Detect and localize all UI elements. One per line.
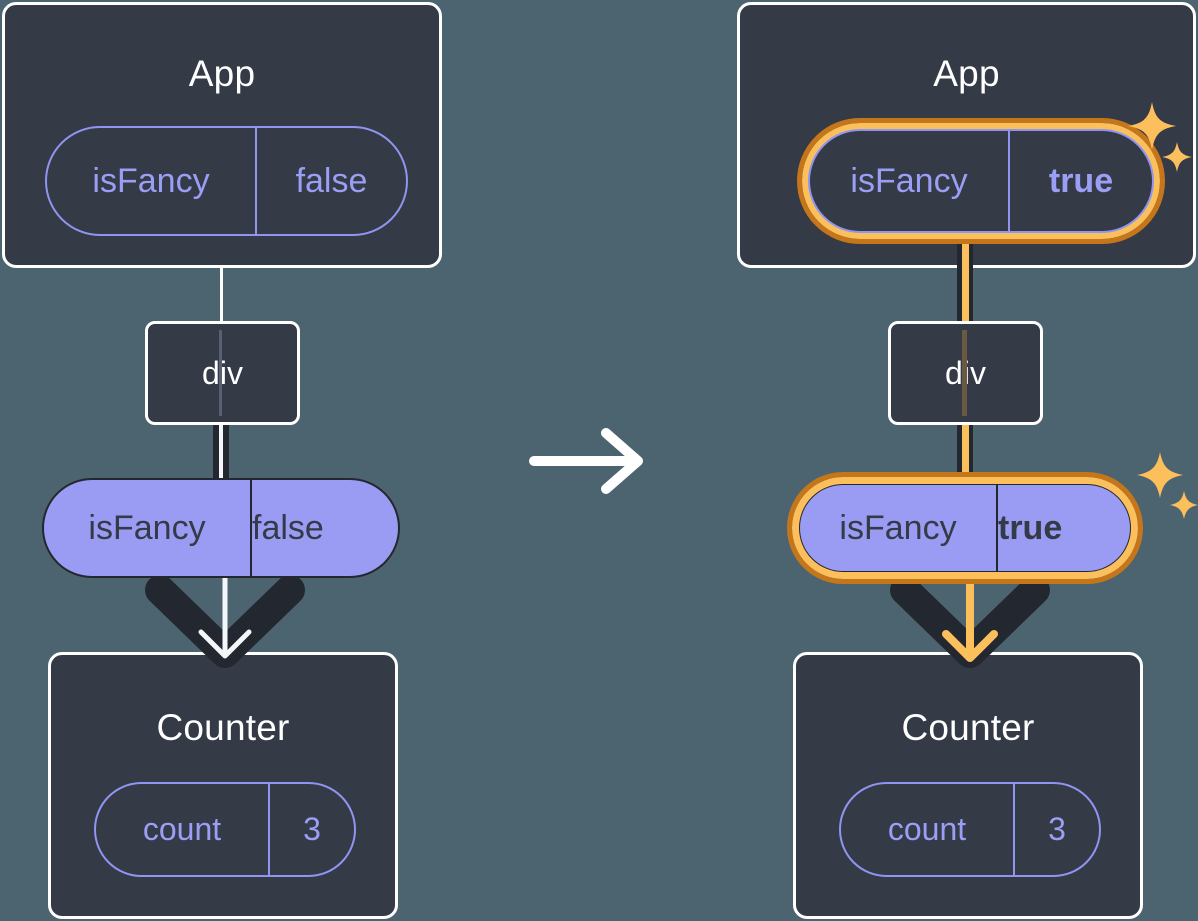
app-state-key-after: isFancy	[850, 161, 968, 200]
div-node-before[interactable]: div	[145, 321, 300, 425]
app-panel-title-before: App	[188, 53, 256, 94]
counter-state-key-before: count	[142, 811, 222, 847]
counter-panel-before: Counter count 3	[48, 652, 398, 919]
prop-pill-key-before: isFancy	[88, 508, 206, 547]
wire-div-to-prop-inner-before	[219, 420, 223, 490]
wire-app-to-div-inner-after	[962, 228, 969, 326]
app-state-pill-before[interactable]: isFancy false	[45, 126, 408, 236]
div-node-label-before: div	[202, 354, 243, 391]
counter-state-pill-before[interactable]: count 3	[94, 782, 356, 877]
prop-pill-after[interactable]: isFancy true	[798, 483, 1132, 573]
prop-pill-value-before: false	[250, 480, 324, 576]
counter-panel-title-before: Counter	[156, 707, 290, 748]
sparkles-icon-prop-after	[1136, 450, 1198, 528]
counter-panel-title-after: Counter	[901, 707, 1035, 748]
app-state-pill-after[interactable]: isFancy true	[808, 129, 1154, 233]
app-panel-title-after: App	[933, 53, 1000, 94]
wire-app-to-div-before	[220, 266, 223, 324]
arrow-prop-to-counter-before	[140, 567, 310, 674]
app-state-value-after: true	[1008, 131, 1152, 231]
counter-state-value-after: 3	[1013, 784, 1099, 875]
counter-panel-after: Counter count 3	[793, 652, 1143, 919]
app-state-key-before: isFancy	[92, 161, 210, 200]
sparkles-icon-app-after	[1126, 100, 1192, 180]
counter-state-value-before: 3	[268, 784, 354, 875]
app-panel-before: App isFancy false	[2, 2, 442, 268]
wire-through-div-after	[962, 330, 967, 416]
wire-div-to-prop-inner-after	[962, 420, 969, 490]
wire-through-div-before	[219, 330, 222, 416]
prop-pill-key-after: isFancy	[839, 508, 957, 547]
counter-state-pill-after[interactable]: count 3	[839, 782, 1101, 877]
arrow-prop-to-counter-after	[885, 566, 1055, 674]
prop-pill-before[interactable]: isFancy false	[42, 478, 400, 578]
transition-arrow	[529, 425, 650, 497]
prop-pill-value-after: true	[996, 485, 1062, 571]
counter-state-key-after: count	[887, 811, 967, 847]
app-state-value-before: false	[255, 128, 406, 234]
